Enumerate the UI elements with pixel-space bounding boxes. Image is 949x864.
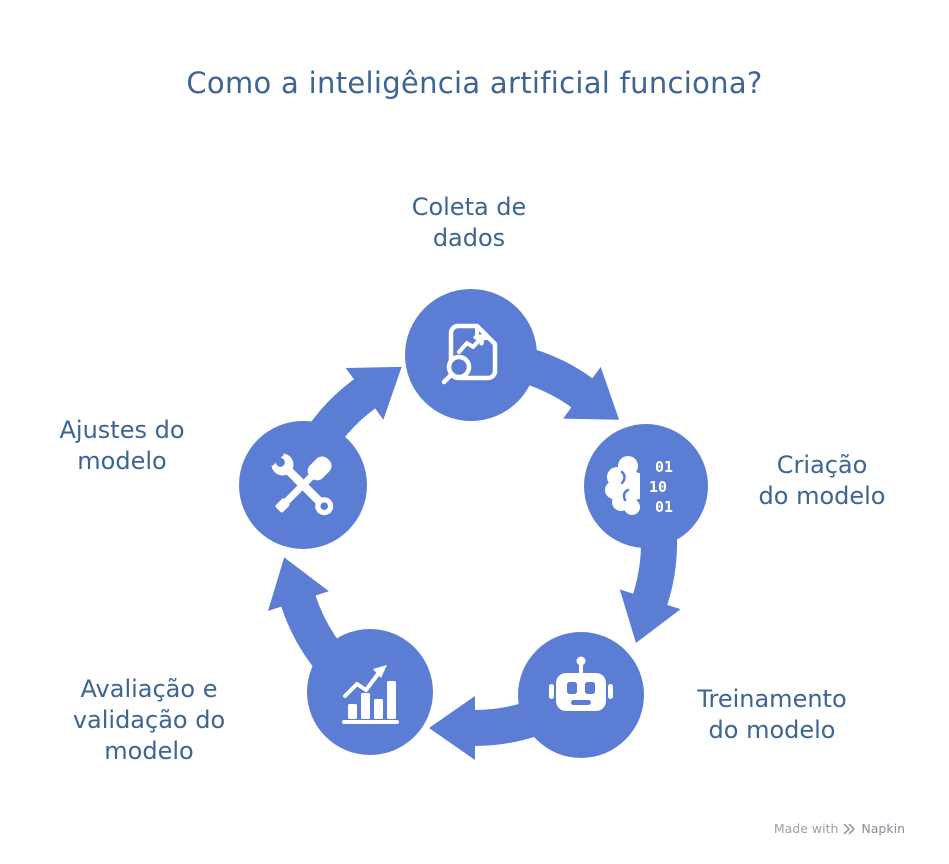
bar-chart-growth-icon [342,665,399,724]
node-label-ajustes: Ajustes do modelo [16,415,228,477]
label-line: do modelo [758,482,886,510]
cycle-node-treinamento [518,632,644,758]
page-title: Como a inteligência artificial funciona? [186,66,763,100]
node-label-avaliacao: Avaliação e validação do modelo [33,674,265,767]
label-line: modelo [77,447,167,475]
label-line: validação do [72,706,226,734]
binary-row-3: 01 [655,498,673,516]
cycle-node-criacao: 01 10 01 [584,424,708,548]
cycle-node-avaliacao [307,629,433,755]
label-line: Avaliação e [80,675,218,703]
cycle-node-ajustes [239,421,367,549]
brain-binary-icon: 01 10 01 [605,452,673,516]
binary-row-2: 10 [649,478,667,496]
label-line: Coleta de [411,193,527,221]
label-line: do modelo [708,716,836,744]
cycle-node-coleta [405,289,537,421]
napkin-logo-icon [844,823,856,834]
made-with-text: Made with [773,821,839,836]
label-line: dados [432,224,506,252]
label-line: Ajustes do [59,416,185,444]
label-line: Criação [776,451,868,479]
node-circle [405,289,537,421]
napkin-brand-text: Napkin [861,821,905,836]
node-label-treinamento: Treinamento do modelo [656,684,888,746]
napkin-credit[interactable]: Made with Napkin [774,821,905,836]
node-label-criacao: Criação do modelo [722,450,922,512]
node-circle [307,629,433,755]
label-line: modelo [104,737,194,765]
binary-row-1: 01 [655,458,673,476]
label-line: Treinamento [697,685,847,713]
node-label-coleta: Coleta de dados [354,192,584,254]
wrench-screwdriver-icon [262,444,334,516]
robot-icon [549,656,613,711]
document-chart-magnifier-icon [441,323,498,385]
